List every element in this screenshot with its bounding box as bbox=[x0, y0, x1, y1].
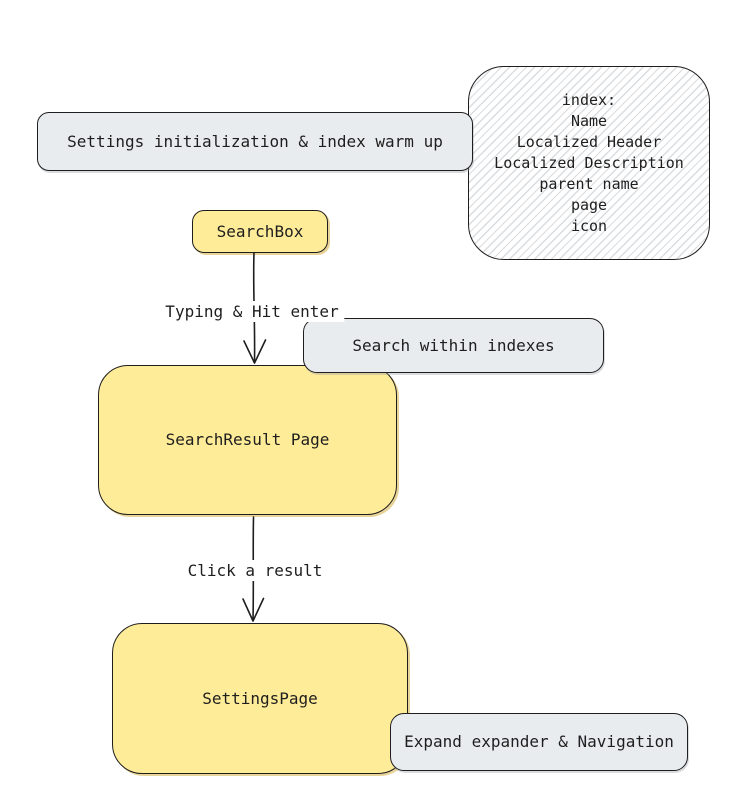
node-label: SearchResult Page bbox=[165, 430, 330, 449]
node-label: Expand expander & Navigation bbox=[404, 732, 674, 751]
node-label: SearchBox bbox=[216, 221, 304, 241]
node-label: Search within indexes bbox=[352, 335, 555, 355]
node-settings-page: SettingsPage bbox=[112, 623, 408, 774]
node-search-within-indexes: Search within indexes bbox=[303, 318, 604, 373]
arrowhead-icon bbox=[242, 597, 265, 622]
note-line: Localized Header bbox=[516, 132, 662, 151]
note-line: page bbox=[570, 195, 608, 214]
arrowhead-icon bbox=[243, 339, 267, 364]
note-line: Localized Description bbox=[494, 153, 684, 172]
node-label: SettingsPage bbox=[202, 688, 318, 708]
arrow-label-click: Click a result bbox=[181, 560, 329, 581]
note-line: parent name bbox=[539, 174, 639, 193]
node-searchbox: SearchBox bbox=[192, 210, 328, 253]
note-index-fields: index: Name Localized Header Localized D… bbox=[468, 66, 710, 260]
node-label: Settings initialization & index warm up bbox=[67, 131, 443, 151]
arrow-label-typing: Typing & Hit enter bbox=[159, 301, 345, 322]
node-settings-init: Settings initialization & index warm up bbox=[37, 112, 473, 171]
note-line: index: bbox=[561, 90, 617, 109]
note-line: Name bbox=[570, 111, 608, 130]
note-line: icon bbox=[570, 216, 608, 235]
node-expand-expander-navigation: Expand expander & Navigation bbox=[390, 713, 688, 771]
node-searchresult-page: SearchResult Page bbox=[98, 365, 397, 515]
